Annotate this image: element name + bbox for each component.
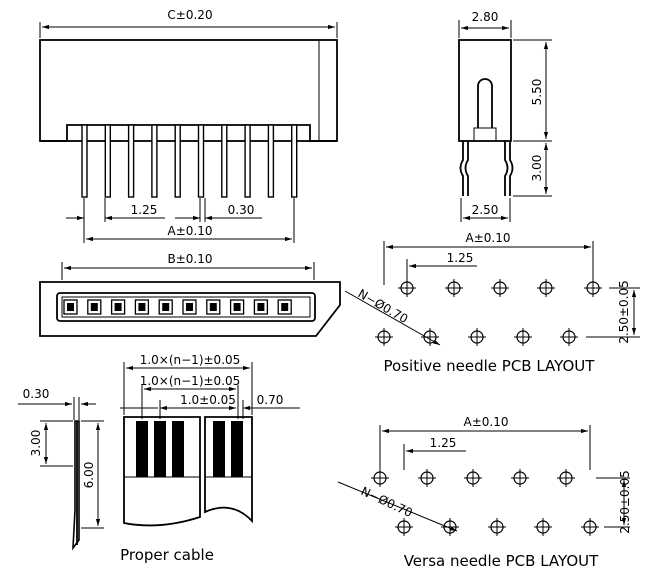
pos-caption: Positive needle PCB LAYOUT (384, 357, 596, 375)
versa-caption: Versa needle PCB LAYOUT (404, 552, 599, 570)
positive-layout: A±0.10 1.25 2.50±0.05 N−Ø0.70 Positive n… (344, 231, 640, 375)
pcb-hole (375, 328, 393, 346)
pcb-hole (511, 469, 529, 487)
top-pin (229, 299, 245, 315)
top-pin (182, 299, 197, 315)
top-pin (87, 299, 102, 315)
cable-conductor (213, 421, 225, 477)
side-pin-right (504, 141, 509, 196)
cable-span1-label: 1.0×(n−1)±0.05 (140, 353, 241, 367)
top-pin (110, 299, 126, 315)
side-pin-left (459, 141, 464, 196)
versa-dim-pitch-label: 1.25 (430, 436, 457, 450)
top-body (39, 281, 341, 337)
side-view: 2.80 5.50 3.00 2.50 (458, 10, 552, 222)
top-pin (277, 299, 292, 315)
top-pin (253, 299, 269, 315)
top-pin (134, 299, 150, 315)
cable-span2-label: 1.0×(n−1)±0.05 (140, 374, 241, 388)
pos-dim-pitch-label: 1.25 (447, 251, 474, 265)
front-pin (244, 124, 251, 198)
pcb-hole (560, 328, 578, 346)
cable-pitch-label: 1.0±0.05 (180, 393, 236, 407)
versa-holes (371, 469, 599, 536)
pos-dim-row-label: 2.50±0.05 (617, 280, 631, 344)
front-pin (151, 124, 158, 198)
pcb-hole (398, 279, 416, 297)
cable-thick-label: 0.30 (23, 387, 50, 401)
front-view: C±0.20 1.25 0.30 A±0.10 (39, 8, 338, 243)
cable-conductor (172, 421, 184, 477)
front-pin (81, 124, 88, 198)
top-pin (63, 299, 78, 315)
front-pins (81, 124, 298, 198)
dim-side-pin-label: 3.00 (530, 155, 544, 182)
cable-side-profile (72, 420, 80, 551)
top-view: B±0.10 (39, 252, 341, 337)
pcb-hole (514, 328, 532, 346)
cable-caption: Proper cable (120, 546, 214, 564)
dim-pin-label: 0.30 (228, 203, 255, 217)
versa-layout: A±0.10 1.25 2.50±0.05 N−Ø0.70 Versa need… (337, 415, 632, 570)
pcb-hole (441, 518, 459, 536)
pcb-hole (488, 518, 506, 536)
pcb-hole (468, 328, 486, 346)
pcb-hole (581, 518, 599, 536)
pcb-hole (418, 469, 436, 487)
front-pin (104, 124, 112, 198)
front-body (39, 39, 338, 142)
pcb-hole (395, 518, 413, 536)
top-pin (206, 299, 221, 315)
dim-a-label: A±0.10 (168, 224, 213, 238)
side-slot (477, 78, 493, 128)
dim-side-foot-label: 2.50 (472, 203, 499, 217)
cable-conductor (136, 421, 148, 477)
top-cavity (56, 292, 316, 322)
pcb-hole (534, 518, 552, 536)
cable-width-label: 0.70 (257, 393, 284, 407)
pcb-hole (537, 279, 555, 297)
cable-view: 1.0×(n−1)±0.05 1.0×(n−1)±0.05 1.0±0.05 0… (18, 353, 300, 564)
pos-dim-a-label: A±0.10 (466, 231, 511, 245)
pcb-hole (557, 469, 575, 487)
pcb-hole (464, 469, 482, 487)
front-pin (127, 124, 135, 198)
versa-dim-row-label: 2.50±0.05 (618, 470, 632, 534)
side-body (458, 39, 512, 142)
cable-right-piece (204, 416, 253, 524)
front-pin (197, 124, 205, 198)
positive-holes (375, 279, 602, 346)
cable-conductor (154, 421, 166, 477)
versa-dim-a-label: A±0.10 (464, 415, 509, 429)
front-pin (267, 124, 275, 198)
versa-dim-hole-label: N−Ø0.70 (359, 484, 415, 520)
pcb-hole (491, 279, 509, 297)
dim-side-height-label: 5.50 (530, 79, 544, 106)
top-pin (158, 299, 173, 315)
dim-b-label: B±0.10 (167, 252, 212, 266)
cable-left-piece (123, 416, 201, 527)
top-pins (63, 299, 292, 315)
dim-side-width-label: 2.80 (472, 10, 499, 24)
front-pin (291, 124, 298, 198)
pcb-hole (445, 279, 463, 297)
dim-c-label: C±0.20 (167, 8, 212, 22)
dim-pitch-label: 1.25 (131, 203, 158, 217)
pcb-hole (421, 328, 439, 346)
cable-stiff-label: 3.00 (29, 430, 43, 457)
cable-total-label: 6.00 (82, 462, 96, 489)
front-pin (174, 124, 181, 198)
pcb-hole (371, 469, 389, 487)
front-pin (221, 124, 228, 198)
cable-conductor (231, 421, 243, 477)
pos-dim-hole-label: N−Ø0.70 (356, 286, 411, 326)
